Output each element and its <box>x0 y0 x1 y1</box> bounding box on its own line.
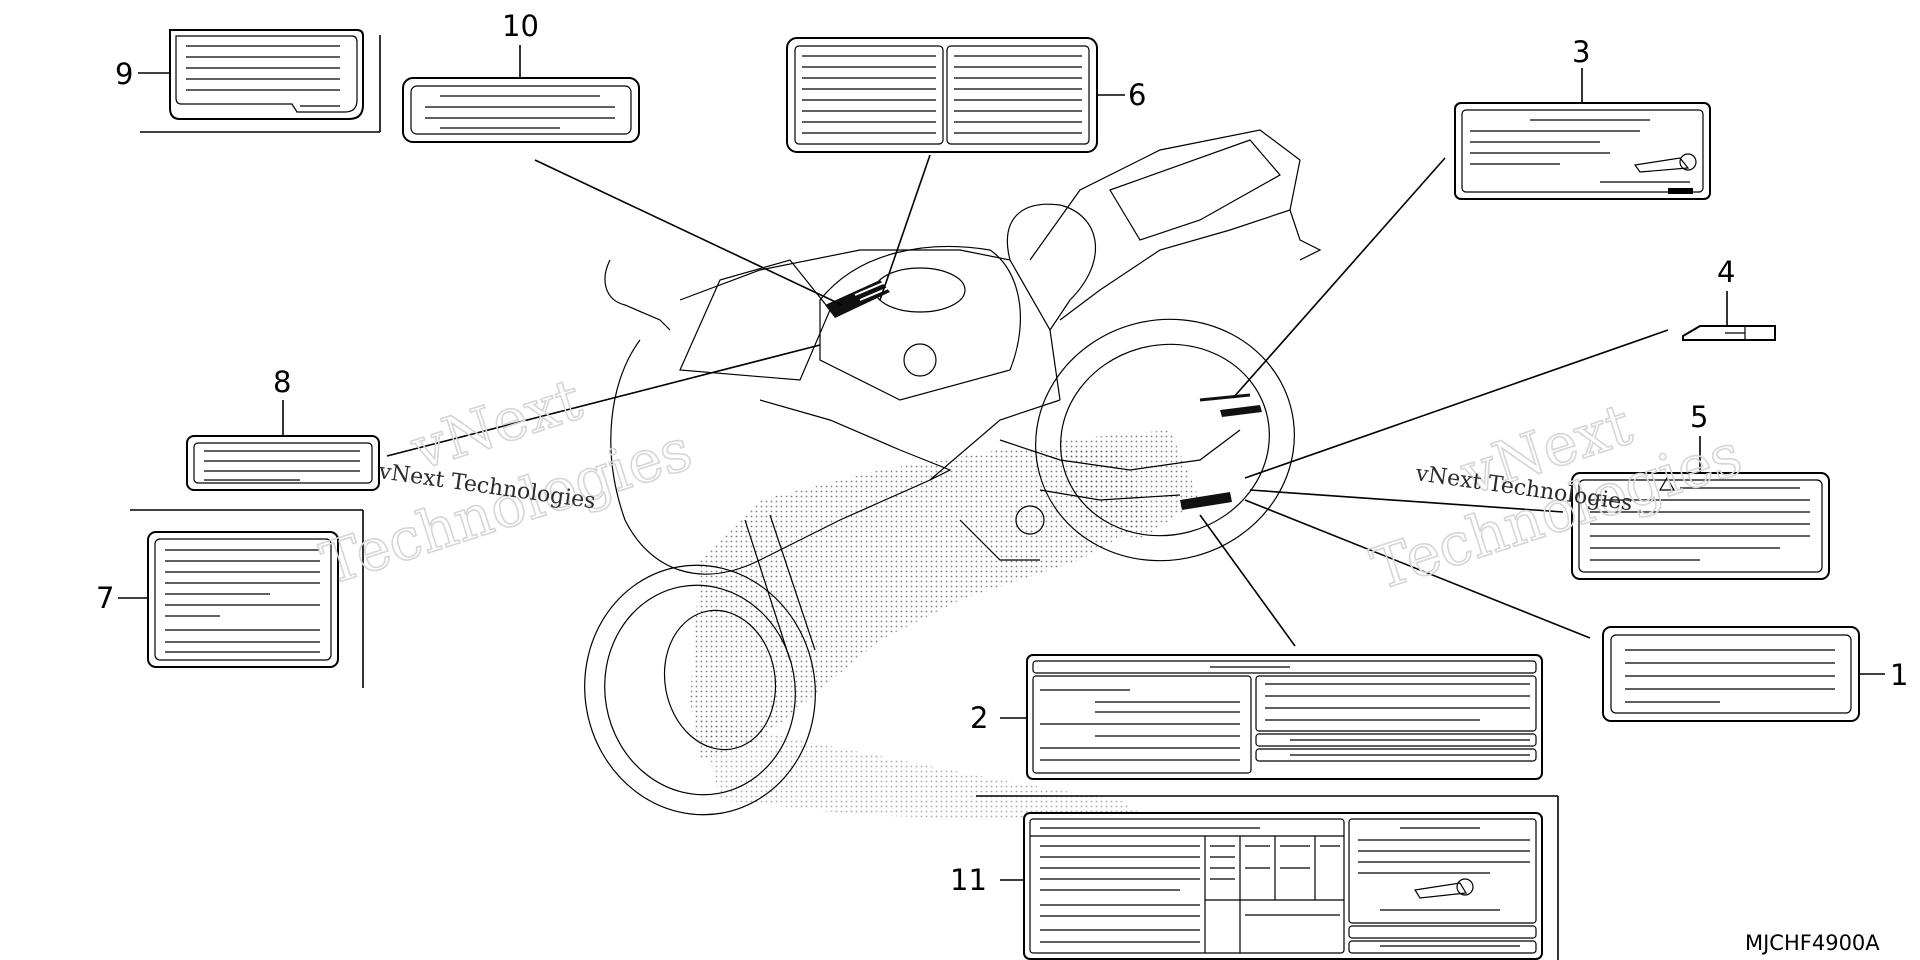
label-8 <box>186 400 380 491</box>
callout-5: 5 <box>1690 400 1708 434</box>
diagram-code: MJCHF4900A <box>1745 931 1880 955</box>
motorcycle-illustration <box>584 129 1322 820</box>
callout-8: 8 <box>273 365 291 399</box>
callout-numbers: 1 2 3 4 5 6 7 8 9 10 11 <box>96 9 1908 897</box>
callout-7: 7 <box>96 581 114 615</box>
callout-4: 4 <box>1717 255 1735 289</box>
callout-10: 10 <box>502 9 539 43</box>
callout-3: 3 <box>1572 35 1590 69</box>
label-6 <box>786 37 1125 153</box>
label-1 <box>1602 626 1885 722</box>
leader-lines <box>386 154 1669 647</box>
callout-2: 2 <box>970 701 988 735</box>
callout-6: 6 <box>1128 78 1146 112</box>
label-2 <box>1000 654 1543 780</box>
label-7 <box>118 509 364 688</box>
callout-9: 9 <box>115 57 133 91</box>
label-4 <box>1682 291 1776 341</box>
callout-1: 1 <box>1890 658 1908 692</box>
label-9 <box>138 29 381 133</box>
callout-11: 11 <box>950 863 987 897</box>
label-11 <box>976 795 1559 960</box>
label-5 <box>1571 436 1830 580</box>
label-3 <box>1454 68 1711 200</box>
label-10 <box>402 45 640 143</box>
